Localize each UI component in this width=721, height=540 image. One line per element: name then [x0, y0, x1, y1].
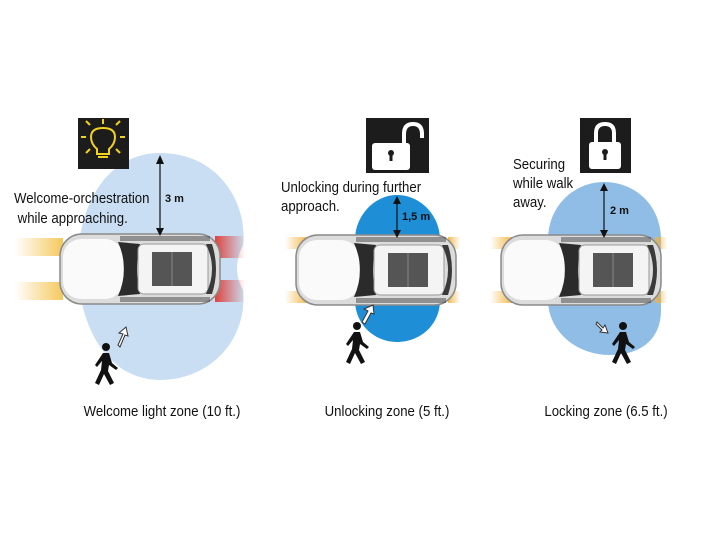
unlocking-description-line-1: Unlocking during further: [281, 179, 422, 196]
car: [295, 234, 457, 306]
welcome-description-line-1: Welcome-orchestration: [14, 190, 150, 207]
locking-description-line-2: while walk: [513, 175, 574, 192]
light-bulb-icon: [81, 119, 125, 158]
car: [59, 233, 221, 305]
headlight-glow: [15, 282, 63, 300]
locking-distance: 2 m: [610, 205, 629, 217]
locked-padlock-icon: [589, 121, 621, 169]
welcome-distance: 3 m: [165, 193, 184, 205]
headlight-glow: [15, 238, 63, 256]
taillight-glow: [215, 236, 245, 258]
locking-description-line-1: Securing: [513, 156, 566, 173]
pedestrian-icon: [346, 322, 369, 364]
welcome-caption: Welcome light zone (10 ft.): [83, 403, 241, 420]
unlocking-description-line-2: approach.: [281, 198, 340, 215]
taillight-glow: [215, 280, 245, 302]
unlocked-padlock-icon: [372, 121, 424, 170]
distance-arrow: [156, 155, 164, 236]
car: [500, 234, 662, 306]
locking-caption: Locking zone (6.5 ft.): [544, 403, 668, 420]
direction-arrow-icon: [595, 321, 609, 334]
icon-box: [78, 118, 129, 169]
direction-arrow-icon: [117, 326, 129, 348]
unlocking-caption: Unlocking zone (5 ft.): [324, 403, 450, 420]
locking-description-line-3: away.: [513, 194, 547, 211]
unlocking-panel: [285, 118, 460, 364]
unlocking-distance: 1,5 m: [402, 211, 431, 223]
locking-panel: [490, 118, 667, 364]
direction-arrow-icon: [361, 304, 375, 325]
welcome-panel: [15, 118, 245, 385]
welcome-description-line-2: while approaching.: [14, 210, 128, 227]
